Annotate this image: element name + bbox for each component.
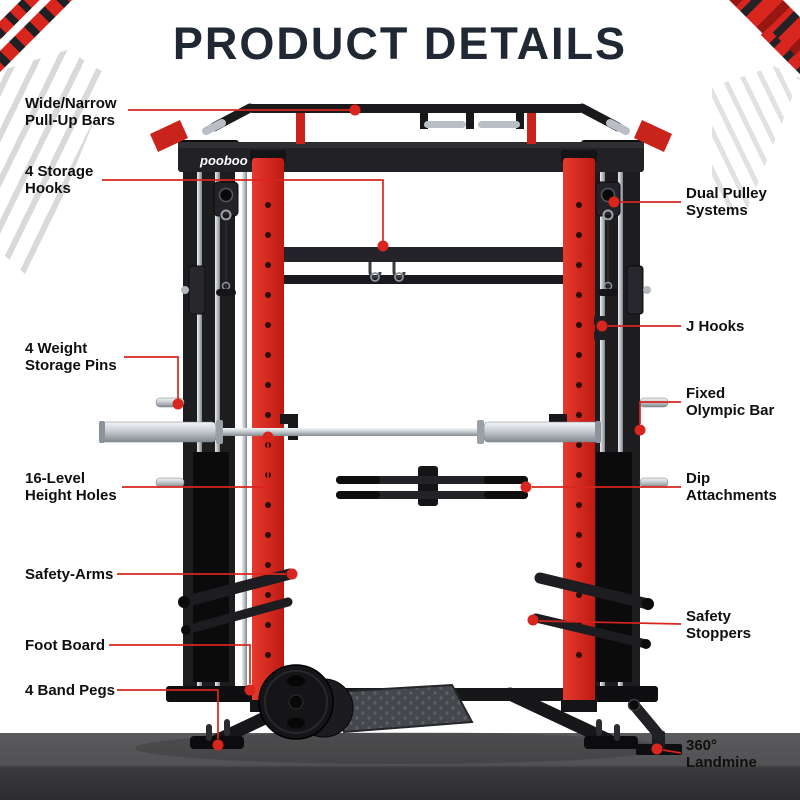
callout-dual-pulley: Dual Pulley Systems	[686, 185, 767, 219]
callout-band-pegs: 4 Band Pegs	[25, 682, 116, 699]
safety-arms	[178, 568, 654, 635]
machine-shadow	[135, 732, 665, 764]
landmine	[627, 698, 682, 755]
dip-attachment	[336, 466, 528, 506]
callout-dot-dual-pulley	[608, 196, 620, 208]
callout-line-weight-storage-pins	[124, 356, 179, 399]
band-pegs	[206, 719, 620, 741]
callout-dip-attachments: Dip Attachments	[686, 470, 777, 504]
mid-frame	[254, 247, 576, 284]
callout-j-hooks: J Hooks	[686, 318, 745, 335]
callout-olympic-bar: Fixed Olympic Bar	[686, 385, 775, 419]
callout-storage-hooks: 4 Storage Hooks	[25, 163, 94, 197]
callout-dot-pull-up-bars	[349, 104, 361, 116]
callout-dot-landmine	[651, 743, 663, 755]
callout-line-safety-stoppers	[538, 620, 682, 625]
storage-hook	[392, 262, 406, 279]
callout-line-landmine	[662, 749, 682, 754]
callout-weight-storage-pins: 4 Weight Storage Pins	[25, 340, 117, 374]
callout-line-foot-board	[109, 644, 251, 684]
callout-dot-j-hooks	[596, 320, 608, 332]
callout-height-holes: 16-Level Height Holes	[25, 470, 117, 504]
olympic-barbell	[99, 420, 601, 444]
callout-line-height-holes	[122, 443, 269, 488]
page-title: PRODUCT DETAILS	[172, 18, 628, 69]
callout-dot-storage-hooks	[377, 240, 389, 252]
callout-dot-olympic-bar	[634, 424, 646, 436]
callout-line-storage-hooks	[102, 179, 384, 241]
callout-dot-foot-board	[244, 684, 256, 696]
callout-foot-board: Foot Board	[25, 637, 105, 654]
callout-line-band-pegs	[117, 689, 219, 739]
callout-dot-safety-stoppers	[527, 614, 539, 626]
height-holes	[265, 202, 582, 658]
callout-landmine: 360° Landmine	[686, 737, 757, 771]
callout-dot-weight-storage-pins	[172, 398, 184, 410]
callout-pull-up-bars: Wide/Narrow Pull-Up Bars	[25, 95, 117, 129]
weight-plates	[258, 664, 354, 740]
callout-dot-safety-arms	[286, 568, 298, 580]
safety-stoppers	[531, 613, 651, 649]
callout-safety-arms: Safety-Arms	[25, 566, 114, 583]
callout-dot-dip-attachments	[520, 481, 532, 493]
callout-dot-height-holes	[262, 431, 274, 443]
storage-hook	[368, 262, 382, 279]
brand-logo: pooboo	[199, 153, 248, 168]
callout-dot-band-pegs	[212, 739, 224, 751]
callout-safety-stoppers: Safety Stoppers	[686, 608, 752, 642]
callout-line-olympic-bar	[639, 401, 681, 424]
pulley-systems	[181, 181, 651, 315]
top-frame: pooboo	[150, 120, 672, 172]
